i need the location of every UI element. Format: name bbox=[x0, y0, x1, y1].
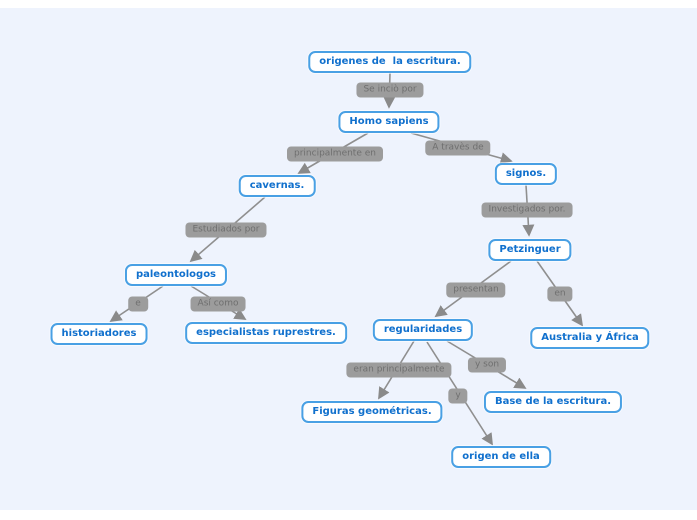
node-base-de-la-escritura[interactable]: Base de la escritura. bbox=[483, 391, 623, 413]
node-cavernas[interactable]: cavernas. bbox=[238, 175, 316, 197]
connector-presentan[interactable]: presentan bbox=[446, 282, 506, 298]
connector-principalmente-en[interactable]: principalmente en bbox=[287, 146, 383, 162]
connector-se-incio-por[interactable]: Se inciò por bbox=[356, 82, 424, 98]
connector-y[interactable]: y bbox=[448, 388, 468, 404]
connector-estudiados-por[interactable]: Estudiados por bbox=[185, 222, 267, 238]
connector-a-traves-de[interactable]: A travès de bbox=[425, 140, 491, 156]
connector-eran-principalmente[interactable]: eran principalmente bbox=[346, 362, 452, 378]
connector-asi-como[interactable]: Así como bbox=[190, 296, 246, 312]
canvas-top-margin bbox=[0, 0, 697, 8]
node-especialistas-ruprestres[interactable]: especialistas ruprestres. bbox=[185, 322, 347, 344]
connector-en[interactable]: en bbox=[547, 286, 573, 302]
node-australia-y-africa[interactable]: Australia y África bbox=[530, 327, 650, 349]
connector-y-son[interactable]: y son bbox=[467, 357, 507, 373]
node-historiadores[interactable]: historiadores bbox=[50, 323, 148, 345]
connector-e[interactable]: e bbox=[128, 296, 148, 312]
canvas-bottom-margin bbox=[0, 510, 697, 520]
node-figuras-geometricas[interactable]: Figuras geométricas. bbox=[301, 401, 443, 423]
connector-investigados-por[interactable]: Investigados por. bbox=[481, 202, 573, 218]
node-petzinguer[interactable]: Petzinguer bbox=[488, 239, 572, 261]
node-paleontologos[interactable]: paleontologos bbox=[124, 264, 228, 286]
node-homo-sapiens[interactable]: Homo sapiens bbox=[338, 111, 440, 133]
node-signos[interactable]: signos. bbox=[494, 163, 558, 185]
node-regularidades[interactable]: regularidades bbox=[372, 319, 474, 341]
node-origen-de-ella[interactable]: origen de ella bbox=[451, 446, 551, 468]
node-origenes-de-la-escritura[interactable]: origenes de la escritura. bbox=[308, 51, 472, 73]
